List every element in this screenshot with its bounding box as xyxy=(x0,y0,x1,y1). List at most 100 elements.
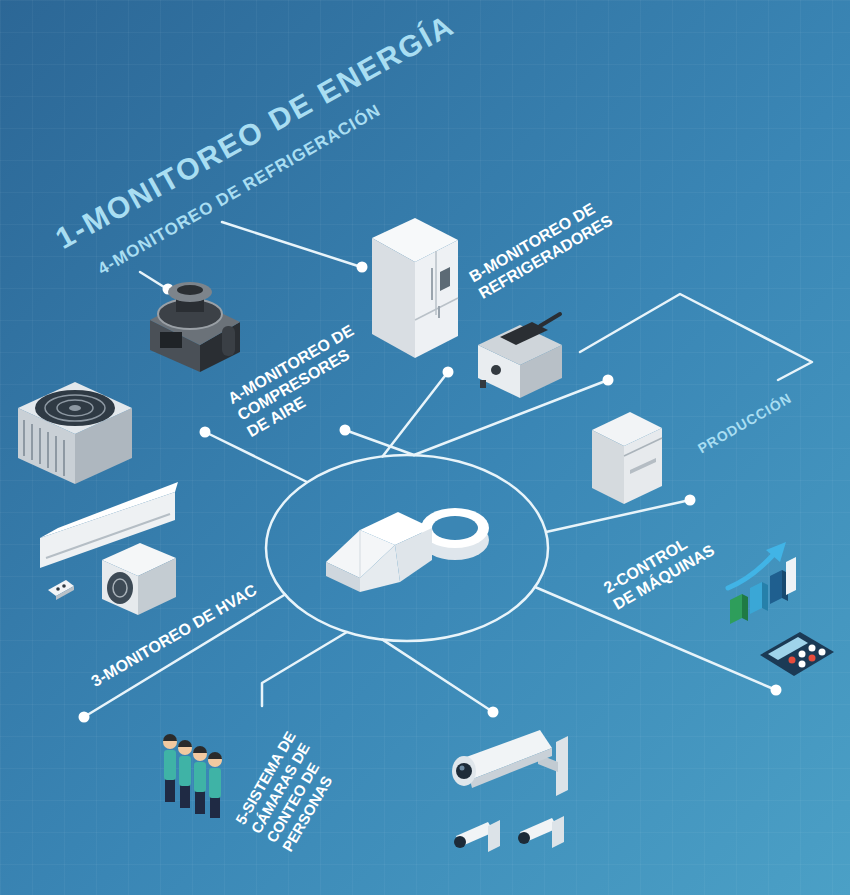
leader-line xyxy=(383,640,494,712)
people-icon xyxy=(210,796,220,818)
dishwasher-icon xyxy=(630,458,656,474)
growth-chart-icon xyxy=(750,582,762,614)
section-title: 1-MONITOREO DE ENERGÍA xyxy=(49,7,460,257)
security-camera-icon xyxy=(470,748,552,788)
line-dot xyxy=(771,685,782,696)
refrigerator-icon xyxy=(440,267,450,291)
refrigerator-icon xyxy=(415,298,458,320)
calculator-icon xyxy=(760,632,834,676)
people-icon xyxy=(208,752,222,818)
growth-chart-icon xyxy=(728,542,796,624)
fryer-icon xyxy=(540,314,560,326)
condenser-icon xyxy=(102,560,138,615)
people-icon xyxy=(193,747,207,761)
refrigerator-icon xyxy=(372,238,415,358)
leader-line xyxy=(580,294,812,380)
people-icon xyxy=(178,740,192,808)
growth-chart-icon xyxy=(770,570,782,604)
people-icon xyxy=(163,735,177,749)
people-icon xyxy=(194,762,206,792)
people-icon xyxy=(208,753,222,767)
refrigerator-icon xyxy=(415,240,458,358)
condenser-icon xyxy=(138,558,176,615)
line-dot xyxy=(603,375,614,386)
security-camera-icon xyxy=(518,832,530,844)
people-icon xyxy=(163,734,222,818)
leader-line xyxy=(84,222,812,717)
line-dot xyxy=(79,712,90,723)
refrigerator-icon xyxy=(435,251,437,315)
growth-chart-icon xyxy=(728,554,774,588)
growth-chart-icon xyxy=(786,557,796,595)
calculator-icon xyxy=(809,645,816,652)
air-compressor-icon xyxy=(150,282,240,372)
line-dot xyxy=(443,367,454,378)
hvac-unit-icon xyxy=(57,400,93,416)
condenser-icon xyxy=(113,579,127,597)
group-label: PRODUCCIÓN xyxy=(695,389,795,456)
calculator-icon xyxy=(789,657,796,664)
security-camera-icon xyxy=(452,730,568,796)
remote-icon xyxy=(56,587,60,591)
refrigerator-icon xyxy=(372,218,458,358)
people-icon xyxy=(193,746,207,753)
fryer-icon xyxy=(478,314,562,398)
fryer-icon xyxy=(480,380,486,388)
logo-icon xyxy=(326,508,489,592)
growth-chart-icon xyxy=(762,582,768,611)
remote-icon xyxy=(56,586,74,600)
calculator-icon xyxy=(809,655,816,662)
leader-line xyxy=(266,455,548,641)
leader-line xyxy=(546,500,690,532)
dishwasher-icon xyxy=(624,428,662,504)
hvac-unit-icon xyxy=(69,405,81,411)
hvac-unit-icon xyxy=(18,382,132,434)
people-icon xyxy=(164,750,176,780)
line-dot xyxy=(340,425,351,436)
dishwasher-icon xyxy=(592,430,624,504)
calculator-icon xyxy=(760,632,834,676)
leader-line xyxy=(535,587,776,690)
line-dot xyxy=(200,427,211,438)
logo-icon xyxy=(432,516,478,540)
air-compressor-icon xyxy=(177,285,203,295)
people-icon xyxy=(179,756,191,786)
refrigerator-icon xyxy=(431,268,433,300)
line-dot xyxy=(357,262,368,273)
logo-icon xyxy=(360,530,361,578)
leader-line xyxy=(345,430,414,455)
security-camera-icon xyxy=(488,820,500,852)
hvac-unit-icon xyxy=(45,395,105,421)
leader-line xyxy=(222,222,358,266)
calculator-icon xyxy=(799,651,806,658)
hvac-unit-icon xyxy=(24,420,64,476)
refrigerator-icon xyxy=(438,306,440,318)
item-label: 2-CONTROL DE MÁQUINAS xyxy=(600,522,721,614)
growth-chart-icon xyxy=(742,594,748,621)
dishwasher-icon xyxy=(592,412,662,504)
condenser-icon xyxy=(102,543,176,615)
condenser-icon xyxy=(107,572,133,604)
hvac-unit-icon xyxy=(35,390,115,426)
leader-line xyxy=(383,372,449,456)
growth-chart-icon xyxy=(730,594,742,624)
people-icon xyxy=(208,752,222,759)
people-icon xyxy=(195,790,205,814)
people-icon xyxy=(180,784,190,808)
logo-icon xyxy=(360,545,400,592)
line-dot xyxy=(488,707,499,718)
security-camera-icon xyxy=(460,766,465,771)
security-camera-icon xyxy=(454,816,564,852)
dishwasher-icon xyxy=(624,438,662,456)
leader-line xyxy=(262,632,347,706)
security-camera-icon xyxy=(552,816,564,848)
item-label: 5-SISTEMA DE CÁMARAS DE CONTEO DE PERSON… xyxy=(232,725,348,855)
leader-line xyxy=(84,595,285,718)
air-compressor-icon xyxy=(222,326,235,356)
hvac-unit-icon xyxy=(18,382,132,484)
logo-icon xyxy=(395,528,432,582)
